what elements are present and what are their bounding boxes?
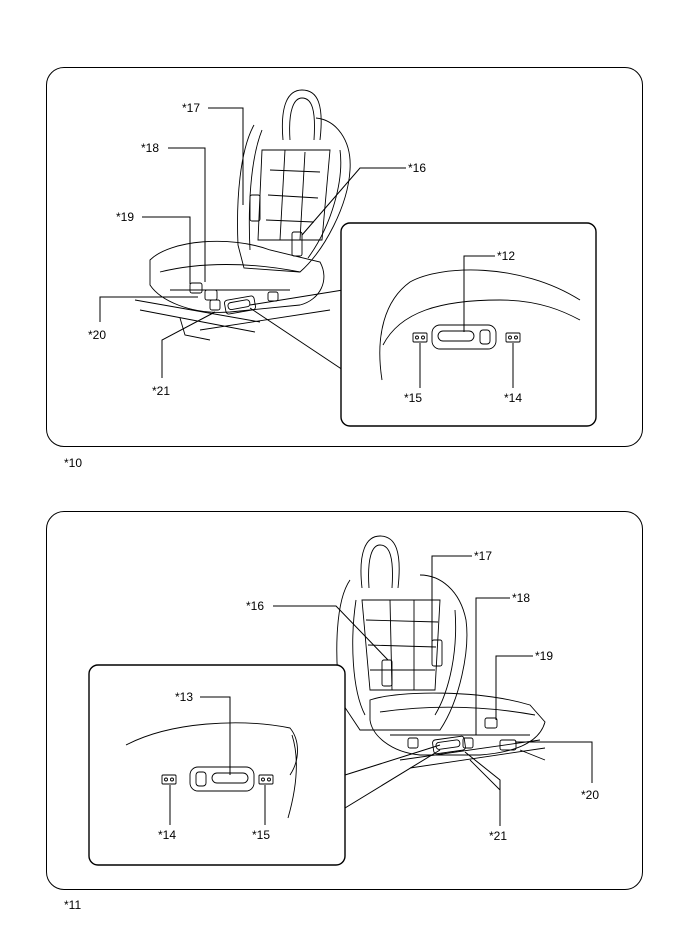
top-callout-16: *16 (408, 161, 426, 175)
bottom-callout-15: *15 (252, 828, 270, 842)
bottom-callout-16: *16 (246, 599, 264, 613)
top-callout-15: *15 (404, 391, 422, 405)
top-callout-17: *17 (182, 101, 200, 115)
bottom-leader-lines (169, 555, 593, 826)
top-callout-18: *18 (141, 141, 159, 155)
bottom-callout-20: *20 (581, 788, 599, 802)
bottom-callout-18: *18 (512, 591, 530, 605)
top-callout-12: *12 (497, 249, 515, 263)
bottom-callout-21: *21 (489, 829, 507, 843)
bottom-callout-14: *14 (158, 828, 176, 842)
top-inset-detail (379, 269, 581, 381)
bottom-seat-illustration (336, 535, 546, 791)
top-inset-frame (340, 222, 597, 427)
top-zoom-lines (249, 289, 344, 371)
figure-11-label: *11 (64, 898, 82, 912)
figure-10-label: *10 (64, 456, 83, 470)
bottom-zoom-lines (344, 744, 441, 809)
bottom-callout-13: *13 (175, 690, 193, 704)
top-seat-illustration (134, 89, 351, 341)
bottom-inset-frame (88, 664, 346, 866)
top-callout-14: *14 (504, 391, 522, 405)
top-callout-21: *21 (152, 384, 170, 398)
top-callout-19: *19 (116, 210, 134, 224)
bottom-inset-detail (125, 722, 298, 819)
top-callout-20: *20 (88, 328, 106, 342)
top-leader-lines (99, 107, 514, 388)
bottom-callout-17: *17 (474, 549, 492, 563)
bottom-callout-19: *19 (535, 649, 553, 663)
